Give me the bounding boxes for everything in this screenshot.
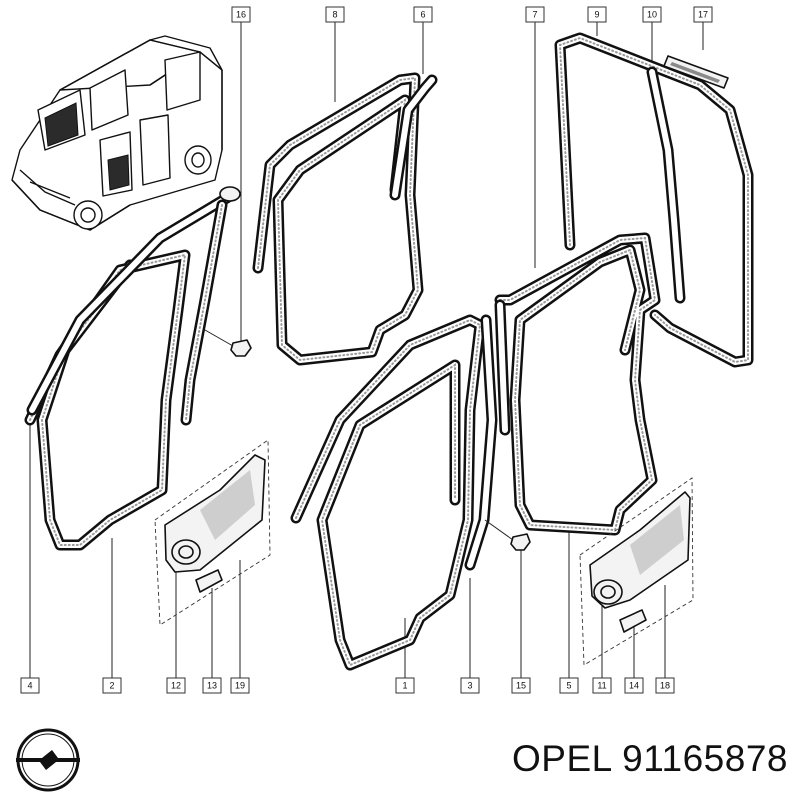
callout-12: 12: [166, 677, 186, 694]
svg-text:3: 3: [467, 681, 472, 691]
svg-text:6: 6: [420, 10, 425, 20]
svg-text:4: 4: [27, 681, 32, 691]
part-number-label: OPEL 91165878: [512, 738, 788, 779]
callout-11: 11: [592, 677, 612, 694]
clip-16: [204, 329, 252, 357]
opel-logo-icon: [16, 728, 80, 792]
door-seal-10: [646, 66, 686, 304]
svg-text:16: 16: [236, 10, 246, 20]
door-seal-5: [494, 232, 661, 536]
trim-strip-17: [663, 55, 729, 89]
svg-text:17: 17: [698, 10, 708, 20]
callout-17: 17: [693, 6, 713, 23]
callout-15: 15: [511, 677, 531, 694]
svg-text:18: 18: [660, 681, 670, 691]
callout-4: 4: [20, 677, 40, 694]
callout-9: 9: [587, 6, 607, 23]
svg-text:10: 10: [647, 10, 657, 20]
door-seal-9: [554, 32, 754, 368]
svg-text:1: 1: [402, 681, 407, 691]
svg-text:13: 13: [207, 681, 217, 691]
door-seal-3: [464, 314, 498, 571]
svg-text:15: 15: [516, 681, 526, 691]
callout-13: 13: [202, 677, 222, 694]
svg-text:8: 8: [332, 10, 337, 20]
door-seal-2: [26, 186, 241, 426]
trim-panel-group-right: [579, 477, 694, 666]
callout-3: 3: [460, 677, 480, 694]
van-illustration: [11, 35, 223, 231]
svg-text:2: 2: [109, 681, 114, 691]
callout-19: 19: [230, 677, 250, 694]
svg-text:11: 11: [597, 681, 606, 691]
svg-text:12: 12: [171, 681, 181, 691]
callout-5: 5: [559, 677, 579, 694]
svg-text:5: 5: [566, 681, 571, 691]
callout-6: 6: [413, 6, 433, 23]
callout-16: 16: [231, 6, 251, 23]
callout-18: 18: [655, 677, 675, 694]
callout-8: 8: [325, 6, 345, 23]
callout-14: 14: [624, 677, 644, 694]
trim-panel-group-left: [154, 439, 271, 626]
svg-text:7: 7: [532, 10, 537, 20]
callout-2: 2: [102, 677, 122, 694]
callout-7: 7: [525, 6, 545, 23]
svg-text:19: 19: [235, 681, 245, 691]
clip-15: [484, 519, 531, 551]
callout-10: 10: [642, 6, 662, 23]
callout-1: 1: [395, 677, 415, 694]
svg-text:9: 9: [594, 10, 599, 20]
leader-lines: [29, 22, 704, 678]
door-seal-6: [389, 74, 438, 201]
svg-text:14: 14: [629, 681, 639, 691]
door-seal-1: [290, 314, 486, 671]
door-seal-8: [252, 72, 424, 366]
